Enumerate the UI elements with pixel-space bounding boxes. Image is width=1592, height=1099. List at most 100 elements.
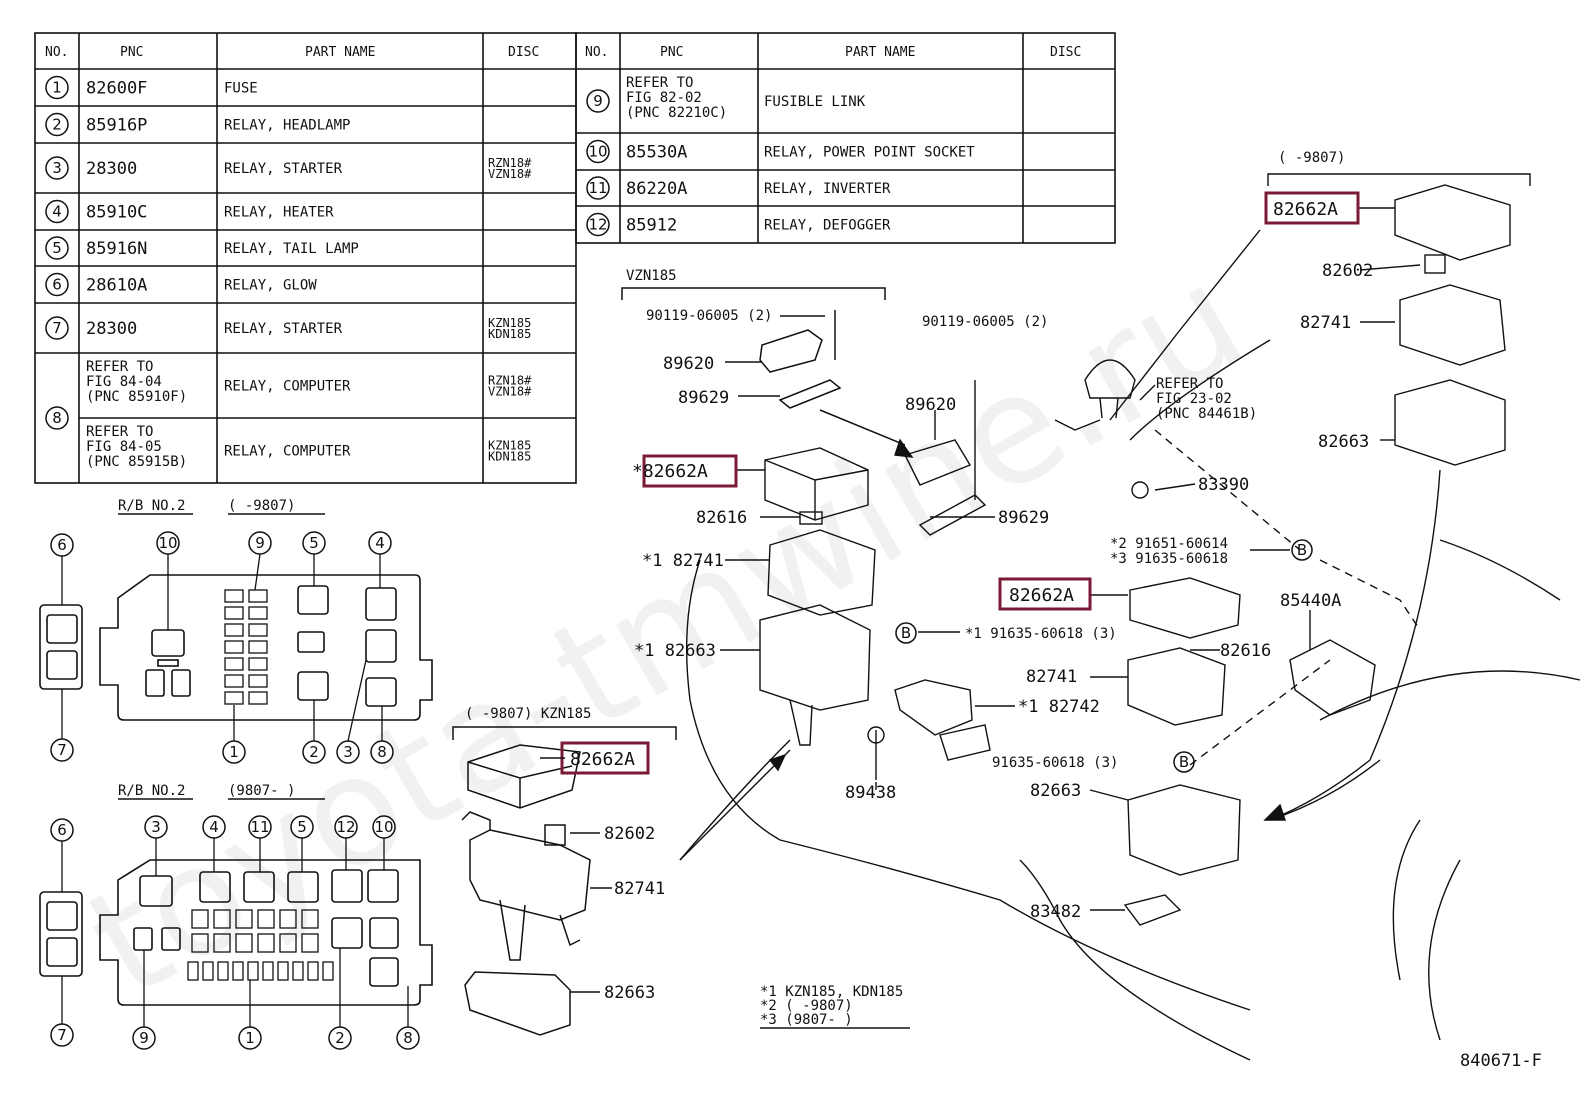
row-no-6: 6 (45, 272, 69, 297)
label-89620-center: 89620 (905, 395, 956, 415)
fuse-slot (301, 909, 319, 929)
label-82741-mid: 82741 (1026, 667, 1077, 687)
label-91635-b2: 91635-60618 (3) (992, 755, 1118, 771)
label-82663-mid: 82663 (1030, 781, 1081, 801)
svg-text:4: 4 (52, 203, 62, 221)
row-disc-7: RZN18#VZN18# (488, 374, 532, 399)
svg-text:8: 8 (377, 743, 387, 761)
svg-text:6: 6 (57, 821, 67, 839)
fuse-slot (224, 640, 244, 654)
rb1-callout-bottom: 1 (222, 740, 246, 764)
row-no-11: 11 (586, 176, 610, 200)
parts-table-left (34, 32, 577, 484)
label-89438: 89438 (845, 783, 896, 803)
rb1-callout-top: 10 (156, 531, 180, 555)
label-82741-kzn: 82741 (614, 879, 665, 899)
rb2-callout-bottom: 7 (50, 1023, 74, 1047)
fuse-slot (248, 640, 268, 654)
fuse-slot (224, 589, 244, 603)
svg-text:4: 4 (209, 818, 219, 836)
label-90119-center: 90119-06005 (2) (922, 314, 1048, 330)
svg-text:1: 1 (245, 1029, 255, 1047)
fuse-slot (202, 961, 214, 981)
fuse-slot (248, 674, 268, 688)
row-name-4: RELAY, TAIL LAMP (224, 241, 359, 257)
engine-bay-sketch (679, 173, 1581, 1061)
ref-b-marker: B (895, 622, 917, 644)
row-disc-2: RZN18#VZN18# (488, 156, 532, 181)
fuse-slot (248, 657, 268, 671)
label-82662A-mid: 82662A (1009, 585, 1074, 606)
rb2-callout-top: 12 (334, 815, 358, 839)
vzn185-group (621, 287, 906, 446)
svg-text:9: 9 (593, 92, 603, 110)
label-83390: 83390 (1198, 475, 1249, 495)
svg-text:2: 2 (309, 743, 319, 761)
rb1-callout-bottom: 2 (302, 740, 326, 764)
fuse-slot (224, 606, 244, 620)
rb2-callout-top: 6 (50, 818, 74, 842)
ref-b-marker: B (1173, 751, 1195, 773)
fuse-slot (217, 961, 229, 981)
svg-text:9: 9 (255, 534, 265, 552)
th-disc: DISC (508, 45, 539, 60)
rb2-callout-top: 4 (202, 815, 226, 839)
svg-text:8: 8 (52, 409, 62, 427)
fuse-slot (235, 933, 253, 953)
label-85440A: 85440A (1280, 591, 1341, 611)
rb1-title: R/B NO.2 (118, 498, 185, 514)
highlight-82662A-right (1264, 191, 1360, 225)
row-name-1: RELAY, HEADLAMP (224, 118, 350, 134)
fuse-slot (213, 909, 231, 929)
svg-text:B: B (1179, 753, 1189, 771)
svg-text:3: 3 (52, 159, 62, 177)
label-82602-right: 82602 (1322, 261, 1373, 281)
label-82616-center: 82616 (696, 508, 747, 528)
svg-text:5: 5 (309, 534, 319, 552)
fuse-slot (224, 691, 244, 705)
label-91651: *2 91651-60614 (1110, 536, 1228, 552)
fuse-slot (277, 961, 289, 981)
fuse-slot (248, 691, 268, 705)
svg-text:7: 7 (57, 1026, 67, 1044)
svg-text:2: 2 (335, 1029, 345, 1047)
row-name-2: RELAY, STARTER (224, 161, 343, 177)
rb2-range: (9807- ) (228, 783, 295, 799)
svg-text:7: 7 (57, 741, 67, 759)
label-90119-vzn: 90119-06005 (2) (646, 308, 772, 324)
svg-text:3: 3 (151, 818, 161, 836)
label-91635-right: *3 91635-60618 (1110, 551, 1228, 567)
th-part-name: PART NAME (305, 45, 375, 60)
row-pnc-1: 85916P (86, 116, 147, 136)
row-pnc-0: 82600F (86, 79, 147, 99)
rowr-name-3: RELAY, DEFOGGER (764, 218, 891, 234)
th-pnc-2: PNC (660, 45, 683, 60)
label-82741-right: 82741 (1300, 313, 1351, 333)
fuse-slot (235, 909, 253, 929)
figure-code: 840671-F (1460, 1051, 1542, 1071)
svg-text:1: 1 (229, 743, 239, 761)
rb2-callout-bottom: 2 (328, 1026, 352, 1050)
svg-text:10: 10 (158, 534, 177, 552)
row-pnc-5: 28610A (86, 276, 147, 296)
row-no-2: 2 (45, 112, 69, 137)
fuse-slot (292, 961, 304, 981)
svg-text:6: 6 (57, 536, 67, 554)
label-82663-center: *1 82663 (634, 641, 716, 661)
fuse-slot (279, 933, 297, 953)
label-82662A-right: 82662A (1273, 199, 1338, 220)
th-part-name-2: PART NAME (845, 45, 915, 60)
label-89629-vzn: 89629 (678, 388, 729, 408)
fuse-slot (224, 674, 244, 688)
rb1-callout-bottom: 3 (336, 740, 360, 764)
row-name-6: RELAY, STARTER (224, 321, 343, 337)
label-82662A-center: *82662A (632, 461, 708, 482)
svg-text:3: 3 (343, 743, 353, 761)
rowr-name-2: RELAY, INVERTER (764, 181, 891, 197)
relay-block-1: R/B NO.2 ( -9807) (39, 498, 433, 721)
svg-text:4: 4 (375, 534, 385, 552)
relay-block-2: R/B NO.2 (9807- ) (39, 783, 433, 1006)
fuse-slot (213, 933, 231, 953)
